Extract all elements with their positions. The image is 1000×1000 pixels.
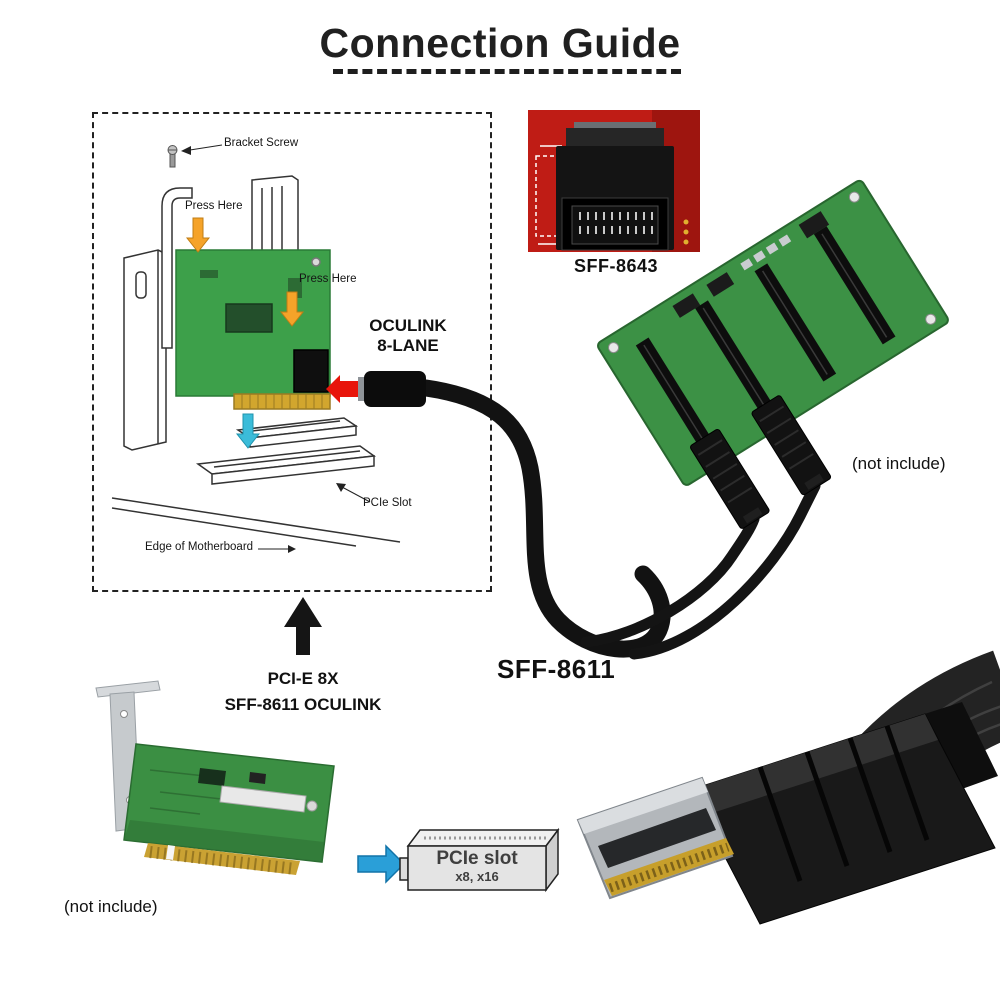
- oculink-label-line1: OCULINK: [369, 316, 447, 335]
- oculink-label-line2: 8-LANE: [377, 336, 439, 356]
- oculink-plug-photo: [576, 650, 1000, 925]
- up-arrow-icon: [284, 597, 322, 655]
- bracket-screw-icon: [167, 145, 178, 168]
- adapter-caption: PCI-E 8X SFF-8611 OCULINK: [178, 666, 428, 717]
- install-diagram-box: [92, 112, 492, 592]
- adapter-caption-line1: PCI-E 8X: [267, 669, 339, 688]
- port-arrow-icon: [326, 375, 362, 403]
- sff8643-photo: [528, 110, 700, 252]
- oculink-plug-metal: [358, 377, 367, 401]
- pcie-slot-outline: [195, 417, 377, 485]
- pcie-slot-graphic-name: PCIe slot: [436, 848, 518, 869]
- riser-not-include-label: (not include): [852, 454, 946, 473]
- sff8643-plug-a: [690, 428, 770, 529]
- pcie-slot-label: PCIe Slot: [363, 497, 412, 509]
- oculink-8lane-label: OCULINK 8-LANE: [352, 316, 464, 357]
- press-arrow-icon-mid: [279, 291, 305, 327]
- pcie-slot-graphic-sizes: x8, x16: [455, 869, 499, 884]
- adapter-card-photo: [95, 680, 335, 875]
- adapter-caption-line2: SFF-8611 OCULINK: [224, 694, 382, 714]
- oculink-plug-icon: [364, 371, 426, 407]
- pcie-card-graphic: [175, 249, 331, 410]
- page-title: Connection Guide: [319, 20, 681, 66]
- sff8611-label: SFF-8611: [497, 654, 616, 684]
- edge-of-motherboard-label: Edge of Motherboard: [145, 541, 254, 553]
- install-diagram-art: [111, 144, 401, 553]
- sff8643-plug-b: [751, 395, 832, 496]
- oculink-cable-graphic: [358, 371, 821, 660]
- riser-board-photo: [597, 179, 949, 529]
- press-arrow-icon-top: [185, 217, 211, 253]
- adapter-not-include-label: (not include): [64, 897, 158, 916]
- right-arrow-icon: [357, 844, 406, 884]
- riser-slots: [635, 226, 896, 456]
- press-here-label-top: Press Here: [185, 200, 243, 212]
- bracket-screw-label: Bracket Screw: [224, 137, 299, 149]
- insert-arrow-icon: [235, 413, 261, 449]
- pcie-slot-graphic: [399, 827, 560, 893]
- title-underline: [333, 69, 681, 74]
- sff8643-label: SFF-8643: [573, 256, 659, 276]
- press-here-label-mid: Press Here: [299, 273, 357, 285]
